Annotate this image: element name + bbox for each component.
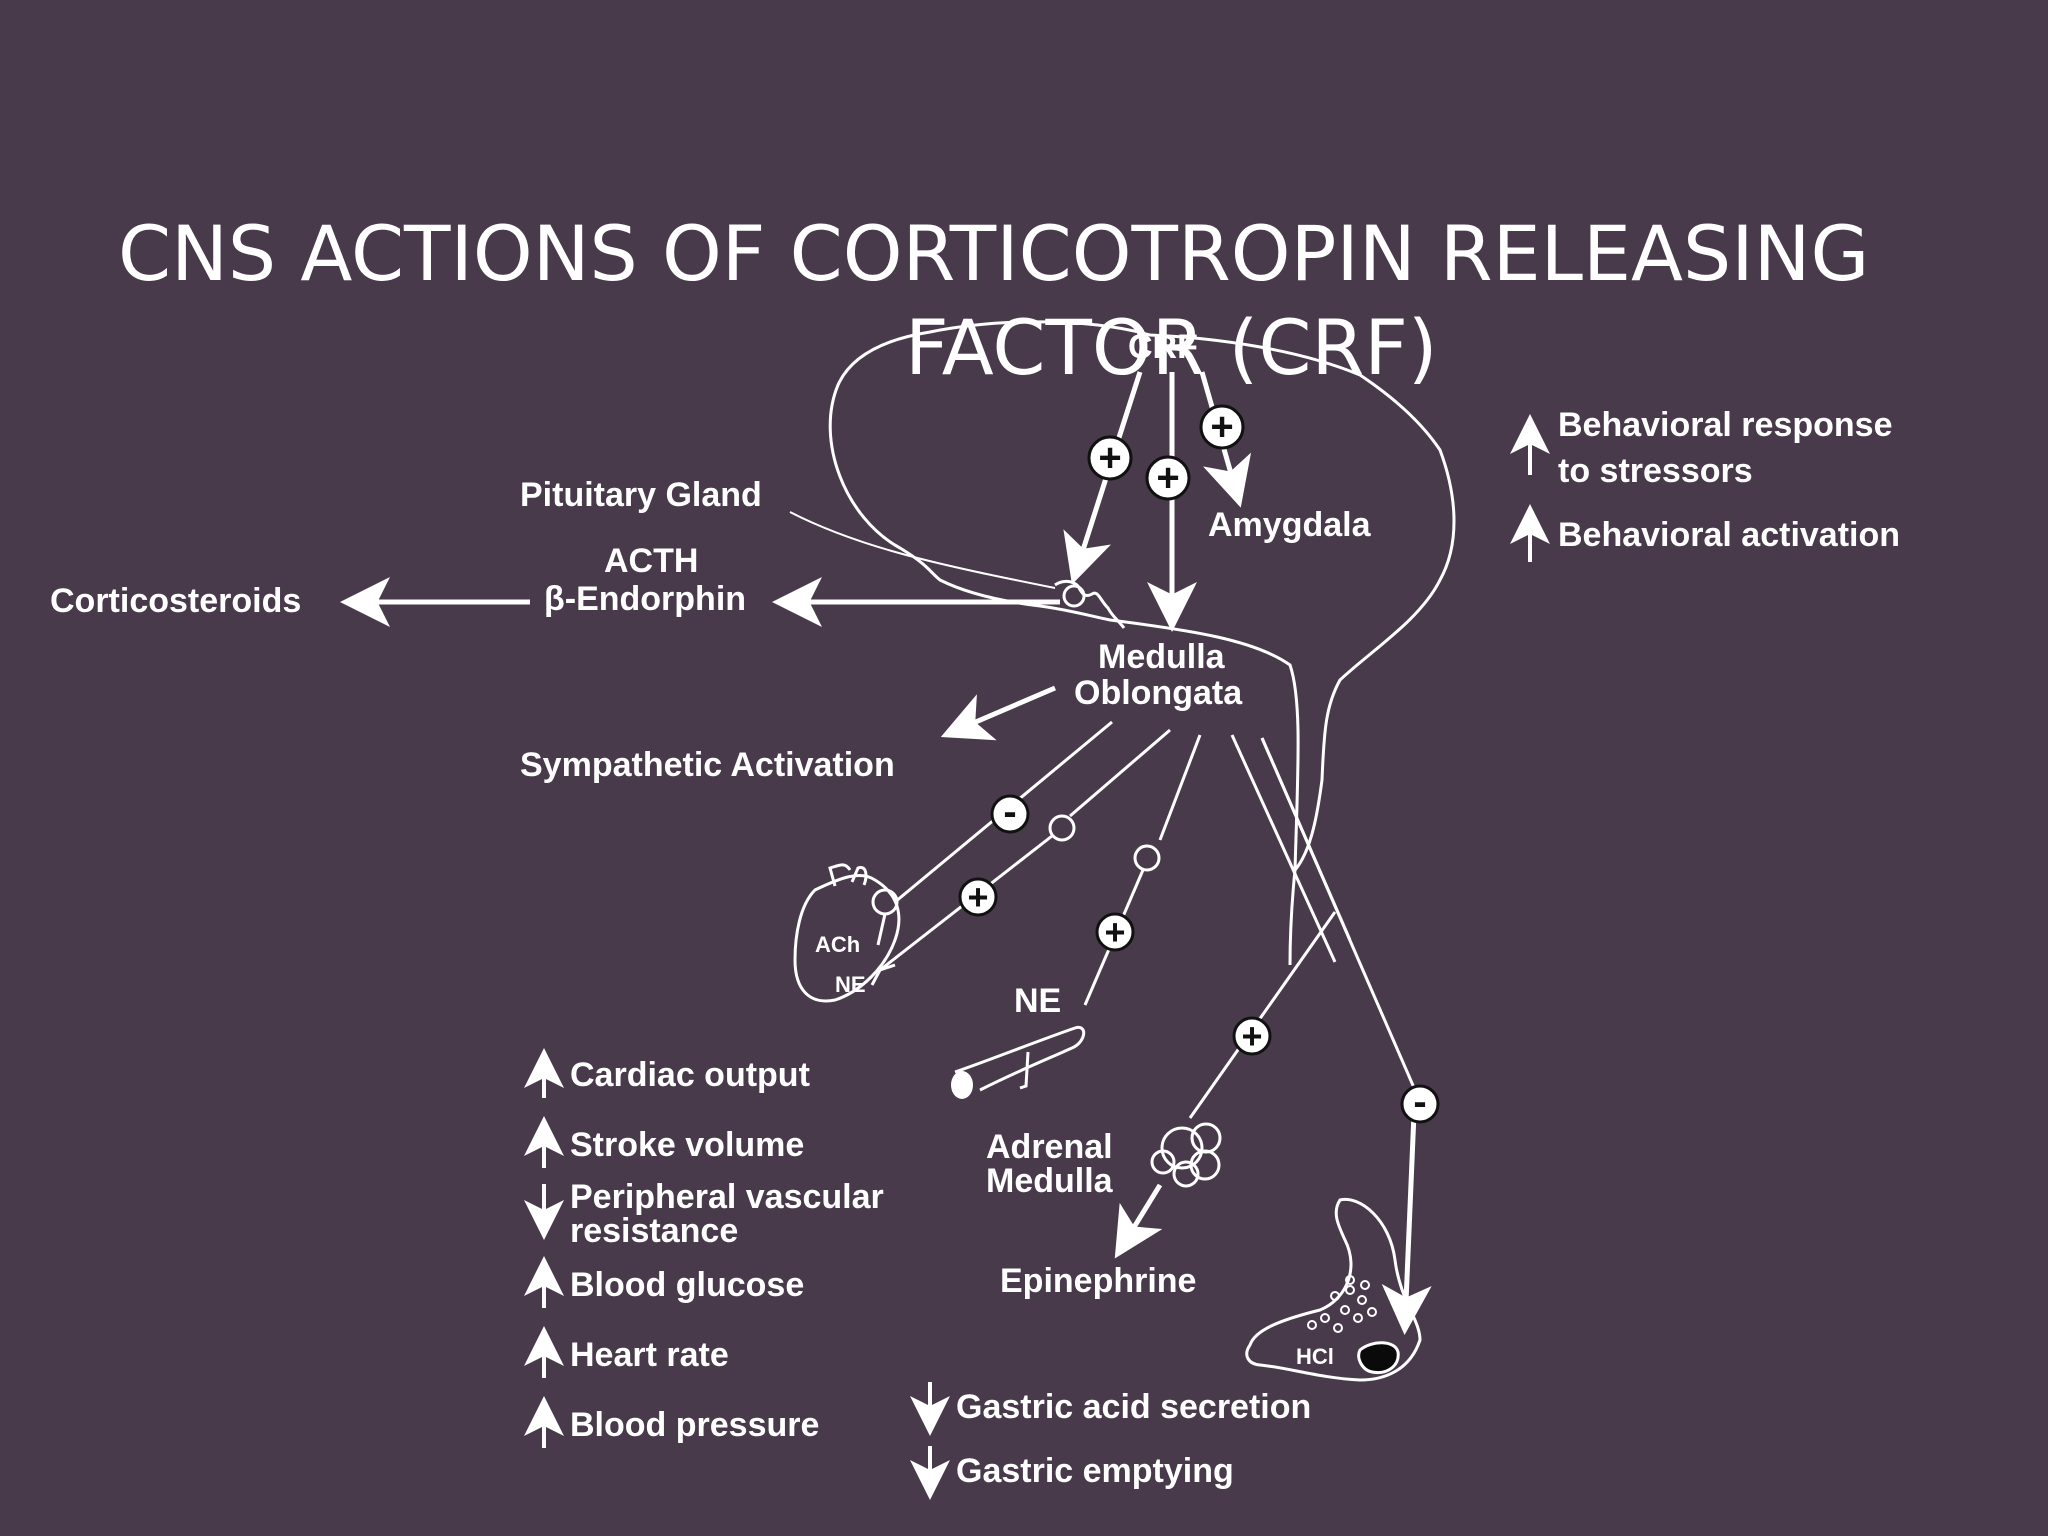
svg-text:Behavioral activation: Behavioral activation xyxy=(1558,516,1900,554)
svg-text:+: + xyxy=(967,877,988,918)
slide-title-line-1: CNS ACTIONS OF CORTICOTROPIN RELEASING xyxy=(118,209,1870,298)
adrenal-lobe xyxy=(1160,1126,1204,1170)
adrenal-label: Adrenal xyxy=(986,1128,1113,1166)
svg-text:+: + xyxy=(1104,912,1125,953)
adrenal-lobe xyxy=(1190,1122,1222,1154)
svg-text:Stroke volume: Stroke volume xyxy=(570,1126,804,1164)
plus-sign-medulla: + xyxy=(1145,455,1191,501)
pituitary-gland-body xyxy=(1062,584,1086,608)
svg-text:Cardiac output: Cardiac output xyxy=(570,1056,810,1094)
acth-label: ACTH xyxy=(604,542,698,580)
oblongata-label: Oblongata xyxy=(1074,674,1243,712)
svg-text:Blood pressure: Blood pressure xyxy=(570,1406,819,1444)
nerve-medulla-to-ganglion-vessel xyxy=(1158,734,1202,841)
effect-heart-rate: Heart rate xyxy=(524,1326,729,1378)
corticosteroids-label: Corticosteroids xyxy=(50,582,301,620)
minus-sign-heart-ach: - xyxy=(990,790,1030,834)
nerve-medulla-to-heart-ne xyxy=(1069,728,1171,818)
plus-sign-adrenal: + xyxy=(1232,1016,1272,1057)
arrow-adrenal-to-epinephrine xyxy=(1114,1183,1163,1259)
hcl-label: HCl xyxy=(1296,1344,1334,1369)
effect-stroke-volume: Stroke volume xyxy=(524,1116,804,1168)
pituitary-leader-line xyxy=(789,511,1056,589)
nerve-medulla-to-adrenal-a xyxy=(1230,734,1337,963)
adrenal-medulla-label: Medulla xyxy=(986,1162,1114,1200)
plus-sign-vessel: + xyxy=(1095,912,1135,953)
effect-gastric-acid-secretion: Gastric acid secretion xyxy=(910,1382,1311,1436)
effect-behavioral-activation: Behavioral activation xyxy=(1510,504,1900,562)
effect-blood-pressure: Blood pressure xyxy=(524,1396,819,1448)
sympathetic-activation-label: Sympathetic Activation xyxy=(520,746,895,784)
synapse-heart-ach xyxy=(871,888,899,916)
plus-sign-pituitary: + xyxy=(1087,435,1133,481)
ne-heart-label: NE xyxy=(835,972,866,997)
heart-vessels xyxy=(828,863,868,887)
brain-outline xyxy=(828,320,1456,875)
ganglion-vessel xyxy=(1133,844,1161,872)
minus-sign-stomach: - xyxy=(1400,1080,1440,1124)
svg-text:Behavioral response: Behavioral response xyxy=(1558,406,1892,444)
svg-text:Gastric emptying: Gastric emptying xyxy=(956,1452,1234,1490)
brainstem xyxy=(1288,869,1297,966)
arrow-to-stomach xyxy=(1381,1089,1432,1335)
svg-text:Blood glucose: Blood glucose xyxy=(570,1266,804,1304)
pituitary-gland-label: Pituitary Gland xyxy=(520,476,762,514)
svg-text:+: + xyxy=(1210,405,1233,449)
svg-text:-: - xyxy=(1413,1080,1426,1124)
svg-text:Heart rate: Heart rate xyxy=(570,1336,729,1374)
acid-droplets xyxy=(1307,1275,1377,1333)
ach-terminal xyxy=(876,913,887,946)
adrenal-lobe xyxy=(1172,1160,1200,1188)
heart xyxy=(793,873,901,1003)
ne-vessel-label: NE xyxy=(1014,982,1061,1020)
plus-sign-amygdala: + xyxy=(1199,404,1245,450)
svg-text:to stressors: to stressors xyxy=(1558,452,1753,490)
ganglion-heart xyxy=(1048,814,1076,842)
svg-text:Peripheral vascular: Peripheral vascular xyxy=(570,1178,884,1216)
effect-peripheral-vascular-resistance: Peripheral vascular resistance xyxy=(524,1178,884,1250)
svg-text:+: + xyxy=(1098,436,1121,480)
nerve-to-adrenal-descend xyxy=(1188,911,1337,1119)
stomach-pylorus-dark xyxy=(1357,1341,1400,1375)
epinephrine-label: Epinephrine xyxy=(1000,1262,1196,1300)
ne-heart-terminal xyxy=(870,963,896,986)
arrow-medulla-to-sympathetic xyxy=(940,685,1056,741)
ach-label: ACh xyxy=(815,932,860,957)
slide-title-line-2: FACTOR (CRF) xyxy=(905,303,1438,392)
svg-text:resistance: resistance xyxy=(570,1212,738,1250)
blood-vessel-lumen xyxy=(951,1071,973,1099)
svg-text:Gastric acid secretion: Gastric acid secretion xyxy=(956,1388,1311,1426)
adrenal-lobe xyxy=(1150,1149,1176,1175)
plus-sign-heart-ne: + xyxy=(958,877,998,918)
blood-vessel xyxy=(954,1025,1086,1092)
medulla-label: Medulla xyxy=(1098,638,1226,676)
crf-label: CRF xyxy=(1128,328,1198,366)
svg-text:-: - xyxy=(1003,790,1016,834)
amygdala-label: Amygdala xyxy=(1208,506,1372,544)
effect-behavioral-response: Behavioral response to stressors xyxy=(1510,406,1892,490)
endorphin-label: β-Endorphin xyxy=(544,580,746,618)
effect-gastric-emptying: Gastric emptying xyxy=(910,1446,1234,1500)
effect-blood-glucose: Blood glucose xyxy=(524,1256,804,1308)
nerve-to-stomach xyxy=(1260,737,1417,1091)
vessel-nerve-terminal xyxy=(1019,1051,1030,1090)
effect-cardiac-output: Cardiac output xyxy=(524,1048,810,1098)
svg-text:+: + xyxy=(1156,456,1179,500)
adrenal-lobe xyxy=(1189,1149,1221,1181)
svg-text:+: + xyxy=(1241,1016,1262,1057)
